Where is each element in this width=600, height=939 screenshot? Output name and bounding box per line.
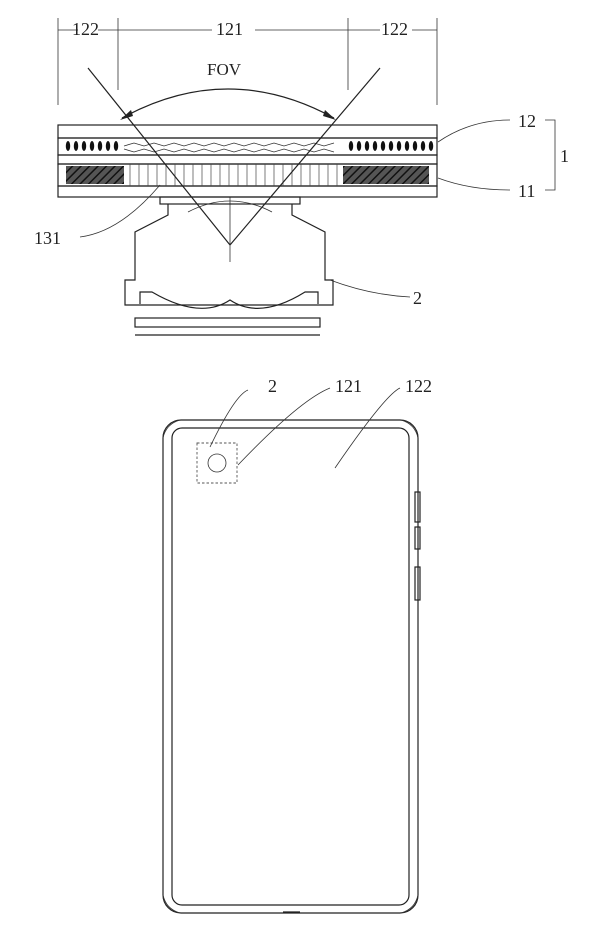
ref-label-122: 122 (405, 376, 432, 396)
dim-label-center: 121 (216, 19, 243, 39)
ref-label-1: 1 (560, 146, 569, 166)
fov-arrow-left (120, 110, 133, 120)
ref-label-12: 12 (518, 111, 536, 131)
camera-lens (207, 453, 227, 473)
top-figure: 122 121 122 FOV (34, 18, 569, 336)
ref-label-2-bottom: 2 (268, 376, 277, 396)
hatched-region-right (343, 166, 429, 184)
phone-outer-body (162, 419, 419, 914)
dim-label-right: 122 (381, 19, 408, 39)
ref-label-121: 121 (335, 376, 362, 396)
fov-arc (121, 88, 335, 119)
hatched-region-left (66, 166, 124, 184)
side-button-upper (414, 491, 421, 523)
transparent-pixel-columns (129, 164, 338, 186)
phone-screen (171, 427, 410, 906)
display-stack (57, 124, 438, 198)
fov-rays (87, 67, 381, 262)
ref-label-131: 131 (34, 228, 61, 248)
lc-molecules-center (123, 142, 335, 153)
lc-molecules-left (65, 141, 119, 151)
ref-label-11: 11 (518, 181, 535, 201)
lc-molecules-right (348, 141, 434, 151)
side-button-middle (414, 526, 421, 550)
side-button-lower (414, 566, 421, 601)
fov-arrow-right (323, 110, 336, 120)
camera-module (124, 196, 334, 336)
dim-label-left: 122 (72, 19, 99, 39)
ref-label-2-top: 2 (413, 288, 422, 308)
camera-region-outline (196, 442, 238, 484)
bottom-figure: 2 121 122 (162, 376, 432, 914)
dimension-lines (57, 18, 438, 105)
fov-label: FOV (207, 60, 242, 79)
